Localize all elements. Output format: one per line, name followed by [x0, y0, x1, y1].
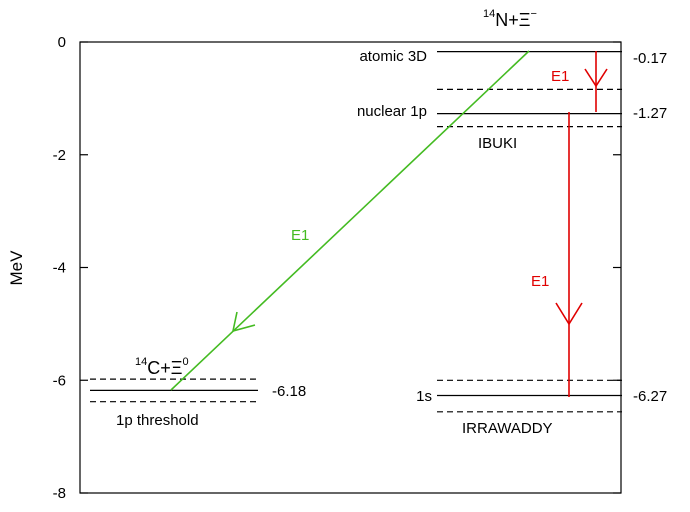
green-arrow-head [231, 311, 256, 333]
y-tick-label-3: -6 [53, 372, 66, 389]
red-upper-label: E1 [551, 68, 569, 85]
red-upper-arrow-head [584, 68, 608, 88]
right-system-main: N+Ξ [495, 10, 530, 30]
nuclear-1p-label: nuclear 1p [357, 103, 427, 120]
y-axis-label: MeV [7, 250, 26, 286]
red-lower-label: E1 [531, 273, 549, 290]
transition-red-upper: E1 [551, 51, 608, 112]
y-tick-label-2: -4 [53, 260, 66, 277]
left-threshold-label: 1p threshold [116, 412, 199, 429]
s1-value: -6.27 [633, 388, 667, 405]
nuclear-1p-value: -1.27 [633, 105, 667, 122]
right-charge: − [530, 8, 536, 20]
green-transition-label: E1 [291, 227, 309, 244]
right-mass-number: 14 [483, 8, 495, 20]
transition-red-lower: E1 [531, 112, 583, 397]
y-tick-label-1: -2 [53, 147, 66, 164]
irrawaddy-label: IRRAWADDY [462, 420, 553, 437]
s1-label: 1s [416, 388, 432, 405]
left-threshold-value: -6.18 [272, 383, 306, 400]
left-charge: 0 [182, 356, 188, 368]
atomic-3d-value: -0.17 [633, 50, 667, 67]
right-system-label: 14N+Ξ− [483, 8, 537, 30]
green-transition-line [170, 50, 530, 391]
left-system-main: C+Ξ [147, 358, 182, 378]
left-system-label: 14C+Ξ0 [135, 356, 189, 378]
red-lower-arrow-head [555, 302, 583, 326]
atomic-3d-label: atomic 3D [359, 48, 427, 65]
left-mass-number: 14 [135, 356, 147, 368]
y-tick-label-4: -8 [53, 485, 66, 502]
left-system: 14C+Ξ0 -6.18 1p threshold [90, 356, 306, 429]
right-system: 14N+Ξ− atomic 3D -0.17 nuclear 1p -1.27 … [357, 8, 667, 437]
ibuki-label: IBUKI [478, 135, 517, 152]
y-tick-label-0: 0 [58, 34, 66, 51]
transition-green: E1 [170, 50, 530, 391]
